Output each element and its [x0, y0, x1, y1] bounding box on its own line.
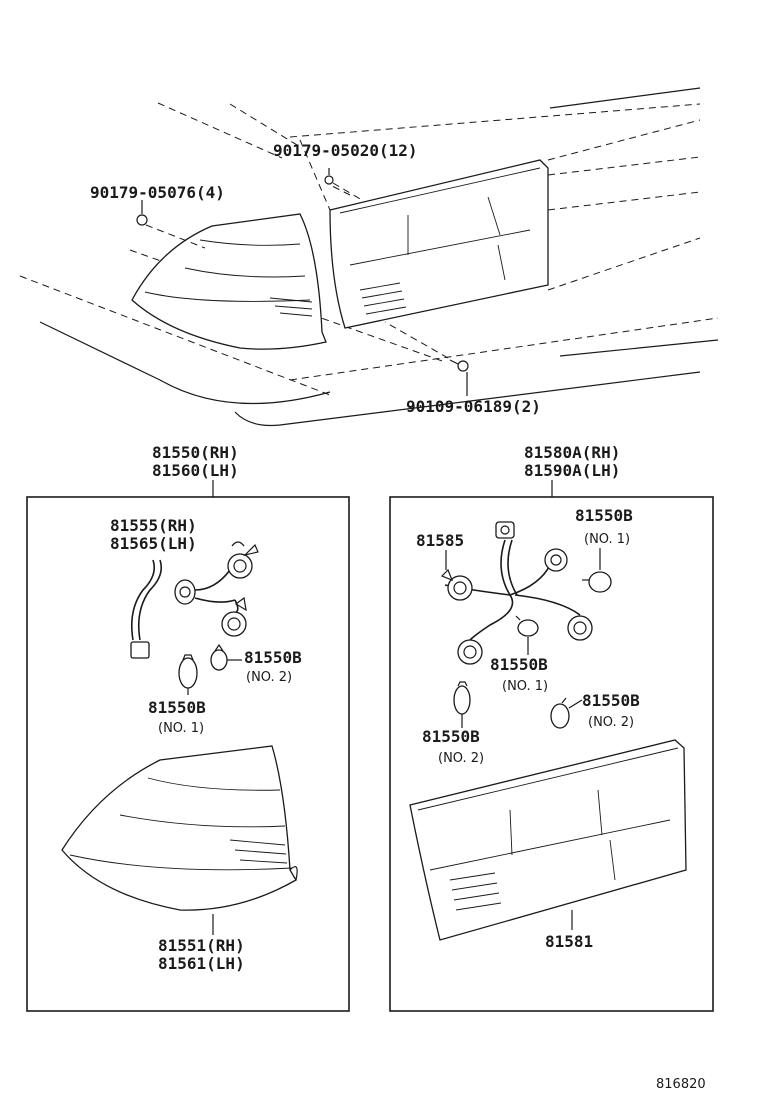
label-no2-left-right: (NO. 2) [438, 751, 484, 766]
installed-garnish [329, 159, 549, 329]
vehicle-body-outline [19, 87, 719, 427]
nut-icon [324, 175, 363, 201]
label-no2-left: (NO. 2) [246, 670, 292, 685]
bulb-icon [515, 615, 539, 637]
nut-icon [136, 214, 206, 249]
diagram-reference-number: 816820 [656, 1077, 706, 1092]
bulb-icon [582, 571, 612, 593]
label-81550b-top-right: 81550B [575, 506, 633, 525]
label-90179-05020: 90179-05020(12) [273, 141, 418, 160]
label-81550-rh: 81550(RH) [152, 443, 239, 462]
label-no2-right: (NO. 2) [588, 715, 634, 730]
label-81590a-lh: 81590A(LH) [524, 461, 620, 480]
label-81565-lh: 81565(LH) [110, 534, 197, 553]
label-81580a-rh: 81580A(RH) [524, 443, 620, 462]
label-90179-05076: 90179-05076(4) [90, 183, 225, 202]
label-81560-lh: 81560(LH) [152, 461, 239, 480]
socket-harness-icon [130, 541, 259, 659]
label-81550b-no1-left: 81550B [148, 698, 206, 717]
bulb-icon [550, 697, 583, 729]
label-90109-06189: 90109-06189(2) [406, 397, 541, 416]
label-no1-mid-right: (NO. 1) [502, 679, 548, 694]
rear-lens-icon [61, 745, 298, 911]
wire-harness-icon [440, 521, 593, 665]
label-81555-rh: 81555(RH) [110, 516, 197, 535]
label-81550b-mid-right: 81550B [490, 655, 548, 674]
left-assembly-box [26, 496, 350, 1012]
label-no1-left: (NO. 1) [158, 721, 204, 736]
screw-icon [384, 321, 469, 372]
right-assembly-box [389, 496, 714, 1012]
label-81550b-no2-left: 81550B [244, 648, 302, 667]
label-81551-rh: 81551(RH) [158, 936, 245, 955]
label-no1-top-right: (NO. 1) [584, 532, 630, 547]
label-81561-lh: 81561(LH) [158, 954, 245, 973]
bulb-icon [178, 654, 198, 695]
bulb-icon [210, 643, 242, 671]
installed-lens-left [131, 213, 327, 350]
rear-garnish-icon [409, 739, 687, 941]
label-81550b-right: 81550B [582, 691, 640, 710]
label-81585: 81585 [416, 531, 464, 550]
label-81581: 81581 [545, 932, 593, 951]
bulb-icon [453, 681, 471, 715]
label-81550b-left-right: 81550B [422, 727, 480, 746]
